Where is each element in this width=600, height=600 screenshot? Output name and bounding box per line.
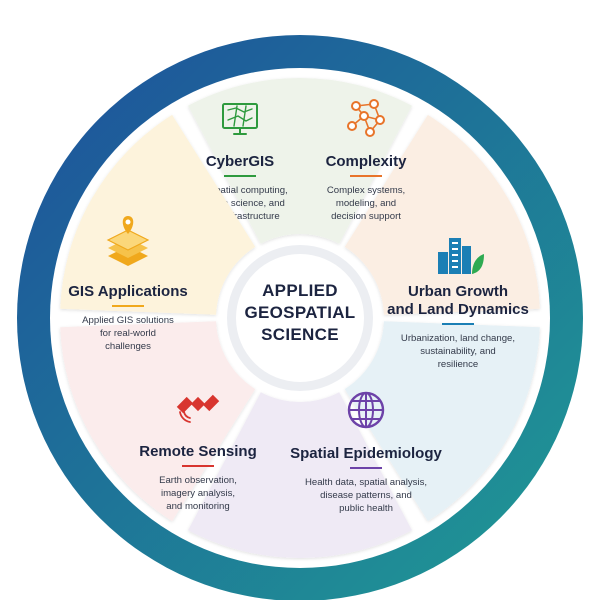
segments-group: CyberGIS Geospatial computing, AI, data sc… xyxy=(60,78,540,558)
segment-remote-description-2: imagery analysis, xyxy=(161,488,235,499)
segment-urban-description-2: sustainability, and xyxy=(420,346,496,357)
satellite-icon xyxy=(176,394,220,423)
segment-epidemiology-description-1: Health data, spatial analysis, xyxy=(305,477,427,488)
network-nodes-icon xyxy=(347,99,385,137)
segment-complexity-description-2: modeling, and xyxy=(336,198,396,209)
segment-urban-description-1: Urbanization, land change, xyxy=(401,333,515,344)
segment-cybergis-underline xyxy=(224,175,256,177)
segment-urban-underline xyxy=(442,323,474,325)
segment-gis-description-2: for real-world xyxy=(100,328,156,339)
segment-complexity-shape xyxy=(344,114,540,315)
city-buildings-icon xyxy=(438,238,484,274)
segment-urban-title-2: and Land Dynamics xyxy=(387,301,529,318)
center-line-2: GEOSPATIAL xyxy=(245,303,356,322)
segment-remote-underline xyxy=(182,465,214,467)
segment-remote-description-3: and monitoring xyxy=(166,501,229,512)
segment-cybergis-description-2: AI, data science, and xyxy=(195,198,285,209)
segment-cybergis-description-3: cyberinfrastructure xyxy=(200,211,279,222)
segment-remote-description-1: Earth observation, xyxy=(159,475,237,486)
segment-gis-description-1: Applied GIS solutions xyxy=(82,315,174,326)
segment-urban-description-3: resilience xyxy=(438,359,479,370)
segment-cybergis: CyberGIS Geospatial computing, AI, data sc… xyxy=(188,78,412,244)
segment-epidemiology-shape xyxy=(188,392,412,558)
segment-epidemiology-title: Spatial Epidemiology xyxy=(290,445,442,462)
segment-urban-title-1: Urban Growth xyxy=(408,283,508,300)
segment-remote-title: Remote Sensing xyxy=(139,443,257,460)
segment-epidemiology-underline xyxy=(350,467,382,469)
center-circle xyxy=(236,254,364,382)
segment-gis-shape xyxy=(60,114,256,315)
segment-complexity-title: Complexity xyxy=(326,153,408,170)
segment-urban-shape xyxy=(344,321,540,522)
globe-icon xyxy=(347,391,385,429)
segment-complexity-description-1: Complex systems, xyxy=(327,185,405,196)
map-layers-pin-icon xyxy=(106,216,150,266)
segment-gis-underline xyxy=(112,305,144,307)
segment-complexity-underline xyxy=(350,175,382,177)
map-monitor-icon xyxy=(222,103,258,135)
segment-epidemiology-description-3: public health xyxy=(339,503,393,514)
segment-cybergis-description-1: Geospatial computing, xyxy=(192,185,287,196)
segment-gis-title: GIS Applications xyxy=(68,283,187,300)
segment-cybergis-title: CyberGIS xyxy=(206,153,274,170)
segment-remote-shape xyxy=(60,321,256,522)
center-line-1: APPLIED xyxy=(262,281,338,300)
segment-complexity-description-3: decision support xyxy=(331,211,401,222)
segment-gis-description-3: challenges xyxy=(105,341,151,352)
segment-epidemiology-description-2: disease patterns, and xyxy=(320,490,412,501)
center-line-3: SCIENCE xyxy=(261,325,339,344)
